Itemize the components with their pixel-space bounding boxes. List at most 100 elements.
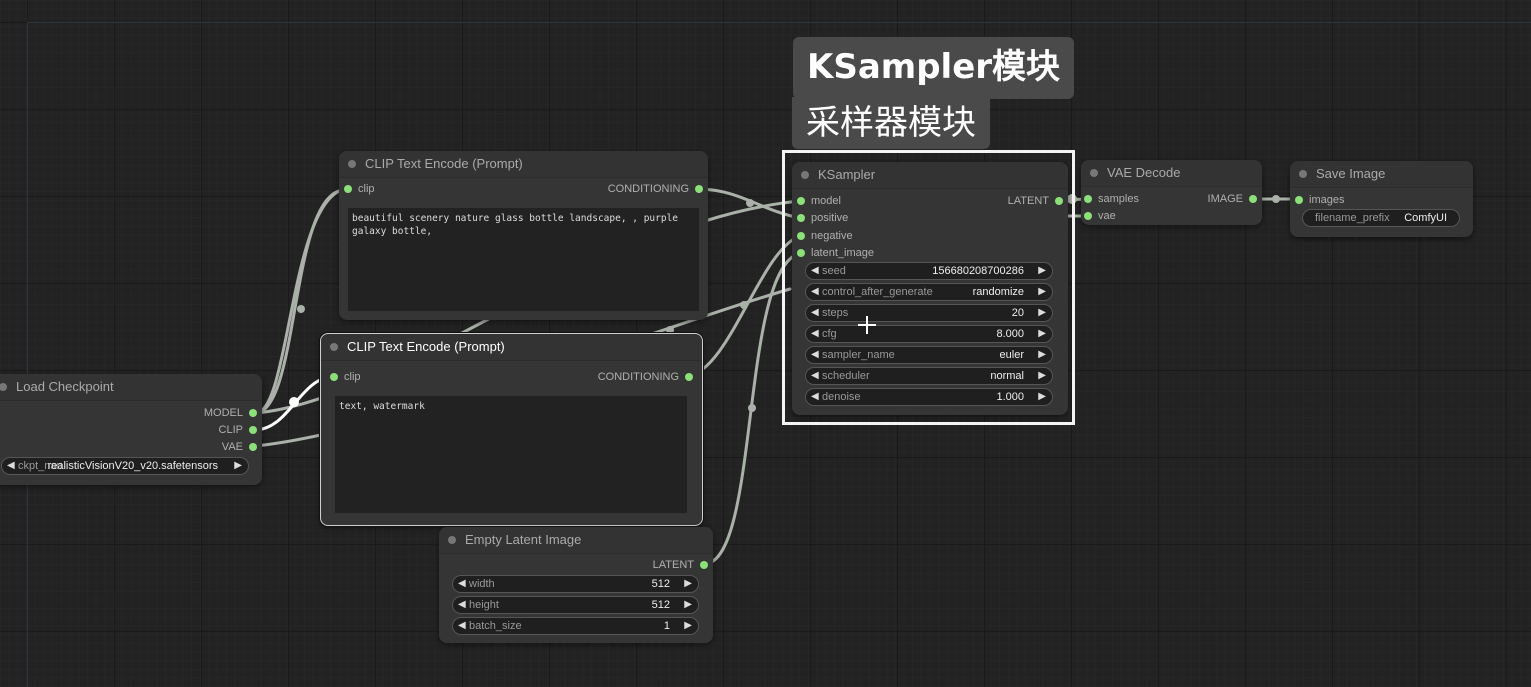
arrow-right-icon[interactable]: ▶ bbox=[1038, 307, 1046, 318]
arrow-left-icon[interactable]: ◀ bbox=[811, 370, 819, 381]
arrow-right-icon[interactable]: ▶ bbox=[1038, 370, 1046, 381]
node-empty-latent-image[interactable]: Empty Latent Image LATENT ◀ width 512 ▶ … bbox=[439, 527, 713, 643]
input-slot-model[interactable]: model bbox=[797, 194, 841, 208]
scheduler-widget[interactable]: ◀ scheduler normal ▶ bbox=[805, 367, 1053, 385]
steps-widget[interactable]: ◀ steps 20 ▶ bbox=[805, 304, 1053, 322]
arrow-left-icon[interactable]: ◀ bbox=[811, 328, 819, 339]
node-vae-decode[interactable]: VAE Decode samples vae IMAGE bbox=[1081, 160, 1262, 225]
output-slot-latent[interactable]: LATENT bbox=[653, 558, 708, 572]
arrow-left-icon[interactable]: ◀ bbox=[811, 307, 819, 318]
height-widget[interactable]: ◀ height 512 ▶ bbox=[452, 596, 699, 614]
slot-dot-icon[interactable] bbox=[797, 249, 805, 257]
slot-dot-icon[interactable] bbox=[1055, 197, 1063, 205]
arrow-left-icon[interactable]: ◀ bbox=[7, 460, 15, 471]
slot-dot-icon[interactable] bbox=[344, 185, 352, 193]
arrow-left-icon[interactable]: ◀ bbox=[811, 391, 819, 402]
width-widget[interactable]: ◀ width 512 ▶ bbox=[452, 575, 699, 593]
prompt-textarea[interactable]: text, watermark bbox=[335, 396, 687, 513]
prompt-textarea[interactable]: beautiful scenery nature glass bottle la… bbox=[348, 208, 699, 311]
node-clip-text-encode-positive[interactable]: CLIP Text Encode (Prompt) clip CONDITION… bbox=[339, 151, 708, 320]
input-slot-images[interactable]: images bbox=[1295, 193, 1344, 207]
arrow-left-icon[interactable]: ◀ bbox=[811, 286, 819, 297]
slot-dot-icon[interactable] bbox=[1295, 196, 1303, 204]
input-slot-vae[interactable]: vae bbox=[1084, 209, 1116, 223]
arrow-right-icon[interactable]: ▶ bbox=[684, 620, 692, 631]
node-load-checkpoint[interactable]: Load Checkpoint MODEL CLIP VAE ◀ ckpt_na… bbox=[0, 374, 262, 485]
widget-value: 20 bbox=[1011, 307, 1024, 319]
input-slot-negative[interactable]: negative bbox=[797, 229, 853, 243]
node-title[interactable]: Load Checkpoint bbox=[0, 374, 262, 401]
collapse-dot-icon[interactable] bbox=[448, 536, 456, 544]
slot-dot-icon[interactable] bbox=[700, 561, 708, 569]
seed-widget[interactable]: ◀ seed 156680208700286 ▶ bbox=[805, 262, 1053, 280]
arrow-right-icon[interactable]: ▶ bbox=[234, 460, 242, 471]
node-title[interactable]: Save Image bbox=[1290, 161, 1473, 188]
arrow-right-icon[interactable]: ▶ bbox=[1038, 265, 1046, 276]
slot-dot-icon[interactable] bbox=[797, 214, 805, 222]
collapse-dot-icon[interactable] bbox=[348, 160, 356, 168]
slot-dot-icon[interactable] bbox=[249, 443, 257, 451]
arrow-left-icon[interactable]: ◀ bbox=[458, 599, 466, 610]
node-ksampler[interactable]: KSampler model positive negative latent_… bbox=[792, 162, 1068, 415]
collapse-dot-icon[interactable] bbox=[801, 171, 809, 179]
node-title[interactable]: KSampler bbox=[792, 162, 1068, 189]
arrow-left-icon[interactable]: ◀ bbox=[458, 620, 466, 631]
slot-dot-icon[interactable] bbox=[1084, 212, 1092, 220]
collapse-dot-icon[interactable] bbox=[1090, 169, 1098, 177]
sampler-name-widget[interactable]: ◀ sampler_name euler ▶ bbox=[805, 346, 1053, 364]
ckpt-name-combo[interactable]: ◀ ckpt_name realisticVisionV20_v20.safet… bbox=[1, 457, 249, 475]
slot-label: latent_image bbox=[811, 247, 874, 259]
slot-dot-icon[interactable] bbox=[330, 373, 338, 381]
slot-dot-icon[interactable] bbox=[249, 409, 257, 417]
arrow-right-icon[interactable]: ▶ bbox=[684, 578, 692, 589]
slot-dot-icon[interactable] bbox=[797, 197, 805, 205]
widget-label: ckpt_name bbox=[18, 460, 62, 472]
arrow-right-icon[interactable]: ▶ bbox=[684, 599, 692, 610]
widget-value: randomize bbox=[972, 286, 1024, 298]
output-slot-vae[interactable]: VAE bbox=[222, 440, 257, 454]
node-title[interactable]: CLIP Text Encode (Prompt) bbox=[339, 151, 708, 178]
slot-dot-icon[interactable] bbox=[249, 426, 257, 434]
arrow-left-icon[interactable]: ◀ bbox=[458, 578, 466, 589]
node-title[interactable]: CLIP Text Encode (Prompt) bbox=[321, 334, 702, 361]
batch-size-widget[interactable]: ◀ batch_size 1 ▶ bbox=[452, 617, 699, 635]
collapse-dot-icon[interactable] bbox=[1299, 170, 1307, 178]
node-title[interactable]: VAE Decode bbox=[1081, 160, 1262, 187]
node-title[interactable]: Empty Latent Image bbox=[439, 527, 713, 554]
output-slot-conditioning[interactable]: CONDITIONING bbox=[608, 182, 703, 196]
slot-dot-icon[interactable] bbox=[685, 373, 693, 381]
collapse-dot-icon[interactable] bbox=[330, 343, 338, 351]
output-slot-clip[interactable]: CLIP bbox=[219, 423, 257, 437]
arrow-left-icon[interactable]: ◀ bbox=[811, 349, 819, 360]
slot-dot-icon[interactable] bbox=[797, 232, 805, 240]
collapse-dot-icon[interactable] bbox=[0, 383, 7, 391]
arrow-right-icon[interactable]: ▶ bbox=[1038, 286, 1046, 297]
slot-dot-icon[interactable] bbox=[1249, 195, 1257, 203]
widget-label: filename_prefix bbox=[1315, 212, 1390, 224]
input-slot-clip[interactable]: clip bbox=[330, 370, 361, 384]
slot-dot-icon[interactable] bbox=[695, 185, 703, 193]
canvas-frame-left bbox=[27, 22, 28, 687]
output-slot-latent[interactable]: LATENT bbox=[1008, 194, 1063, 208]
control-after-generate-widget[interactable]: ◀ control_after_generate randomize ▶ bbox=[805, 283, 1053, 301]
output-slot-model[interactable]: MODEL bbox=[204, 406, 257, 420]
arrow-left-icon[interactable]: ◀ bbox=[811, 265, 819, 276]
denoise-widget[interactable]: ◀ denoise 1.000 ▶ bbox=[805, 388, 1053, 406]
node-clip-text-encode-negative[interactable]: CLIP Text Encode (Prompt) clip CONDITION… bbox=[320, 333, 703, 526]
filename-prefix-input[interactable]: filename_prefix ComfyUI bbox=[1302, 209, 1460, 227]
cfg-widget[interactable]: ◀ cfg 8.000 ▶ bbox=[805, 325, 1053, 343]
arrow-right-icon[interactable]: ▶ bbox=[1038, 391, 1046, 402]
arrow-right-icon[interactable]: ▶ bbox=[1038, 349, 1046, 360]
input-slot-positive[interactable]: positive bbox=[797, 211, 848, 225]
widget-value: 156680208700286 bbox=[932, 265, 1024, 277]
input-slot-samples[interactable]: samples bbox=[1084, 192, 1139, 206]
arrow-right-icon[interactable]: ▶ bbox=[1038, 328, 1046, 339]
output-slot-image[interactable]: IMAGE bbox=[1208, 192, 1257, 206]
slot-dot-icon[interactable] bbox=[1084, 195, 1092, 203]
node-save-image[interactable]: Save Image images filename_prefix ComfyU… bbox=[1290, 161, 1473, 237]
node-title-text: CLIP Text Encode (Prompt) bbox=[365, 156, 523, 171]
widget-label: batch_size bbox=[469, 620, 522, 632]
input-slot-clip[interactable]: clip bbox=[344, 182, 375, 196]
input-slot-latent-image[interactable]: latent_image bbox=[797, 246, 874, 260]
output-slot-conditioning[interactable]: CONDITIONING bbox=[598, 370, 693, 384]
